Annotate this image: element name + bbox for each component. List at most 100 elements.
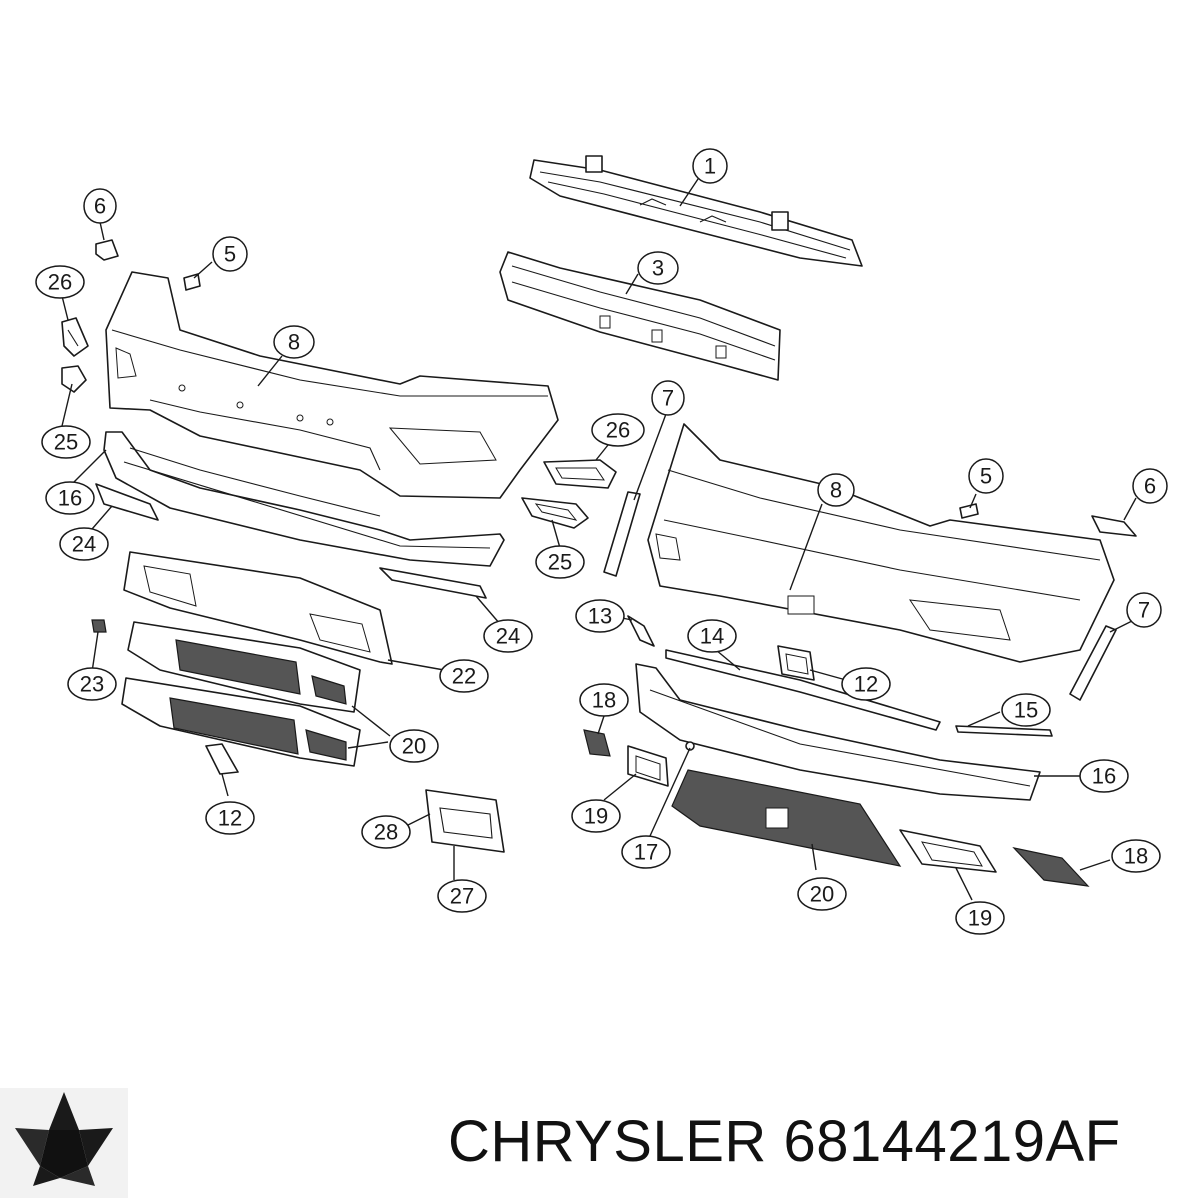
callout-label: 5 [980, 464, 992, 489]
part-1-reinforcement-beam [529, 155, 863, 267]
part-5-cap-right [959, 503, 979, 519]
callout-label: 25 [548, 550, 572, 575]
callout-label: 23 [80, 672, 104, 697]
callout-7: 7 [1126, 592, 1162, 628]
callout-label: 3 [652, 256, 664, 281]
callout-label: 25 [54, 430, 78, 455]
callout-label: 24 [496, 624, 520, 649]
part-25-bezel-center [521, 497, 589, 529]
part-22-lower-frame [123, 551, 393, 665]
callout-18: 18 [579, 683, 629, 717]
part-23-clip [91, 619, 107, 633]
callout-7: 7 [651, 380, 685, 416]
callout-label: 7 [662, 386, 674, 411]
part-17-clip [685, 741, 695, 751]
callout-15: 15 [1001, 693, 1051, 727]
callout-label: 15 [1014, 698, 1038, 723]
part-18-grille-small-right [1012, 847, 1090, 887]
callout-label: 12 [854, 672, 878, 697]
callout-label: 19 [968, 906, 992, 931]
part-20-grille-right [671, 769, 902, 867]
brand-and-part-number: CHRYSLER 68144219AF [448, 1108, 1121, 1175]
callout-label: 16 [58, 486, 82, 511]
part-number: 68144219AF [783, 1109, 1121, 1174]
callout-25: 25 [41, 425, 91, 459]
callout-20: 20 [389, 729, 439, 763]
callout-16: 16 [45, 481, 95, 515]
callout-17: 17 [621, 835, 671, 869]
chrysler-pentastar-logo [0, 1088, 128, 1198]
callout-label: 13 [588, 604, 612, 629]
callout-label: 28 [374, 820, 398, 845]
callout-22: 22 [439, 659, 489, 693]
part-7-bracket-right [1069, 625, 1117, 701]
callout-26: 26 [591, 413, 645, 447]
callout-24: 24 [59, 527, 109, 561]
part-28-27-license-bracket [425, 789, 505, 853]
part-24-trim-center [379, 567, 487, 599]
part-19-bezel-left [627, 745, 669, 787]
callout-8: 8 [273, 325, 315, 359]
part-26-bezel-left [61, 317, 89, 357]
callout-label: 18 [1124, 844, 1148, 869]
part-3-energy-absorber [499, 251, 781, 381]
part-5-cap-left [183, 273, 201, 291]
part-24-trim-left [95, 483, 159, 521]
callout-1: 1 [692, 148, 728, 184]
callout-23: 23 [67, 667, 117, 701]
part-6-bracket-right [1091, 515, 1137, 537]
part-7-bracket-center [603, 491, 641, 577]
part-20-grille-lower [121, 677, 361, 767]
part-26-bezel-center [543, 459, 617, 489]
callout-label: 6 [1144, 474, 1156, 499]
callout-14: 14 [687, 619, 737, 653]
callout-label: 5 [224, 242, 236, 267]
callout-label: 17 [634, 840, 658, 865]
callout-12: 12 [841, 667, 891, 701]
callout-13: 13 [575, 599, 625, 633]
callout-12: 12 [205, 801, 255, 835]
callout-label: 7 [1138, 598, 1150, 623]
callout-27: 27 [437, 879, 487, 913]
part-13-strip [627, 615, 655, 647]
callout-8: 8 [817, 473, 855, 507]
part-8-front-fascia-right [647, 423, 1115, 663]
part-15-strip [955, 725, 1053, 737]
part-25-bracket-left [61, 365, 87, 393]
callout-19: 19 [955, 901, 1005, 935]
callout-label: 20 [810, 882, 834, 907]
part-19-bezel-right [899, 829, 997, 873]
callout-label: 22 [452, 664, 476, 689]
callout-label: 12 [218, 806, 242, 831]
callout-label: 6 [94, 194, 106, 219]
part-12-cover-right [777, 645, 815, 681]
callout-6: 6 [1132, 468, 1168, 504]
callout-3: 3 [637, 251, 679, 285]
part-8-front-fascia-left [105, 271, 559, 499]
callout-28: 28 [361, 815, 411, 849]
leader-lines [61, 175, 1137, 901]
callout-label: 26 [606, 418, 630, 443]
callout-20: 20 [797, 877, 847, 911]
part-6-bracket-left [95, 239, 119, 261]
callout-label: 18 [592, 688, 616, 713]
part-18-grille-small-left [583, 729, 611, 757]
callout-label: 8 [830, 478, 842, 503]
part-16-lower-lip-left [103, 431, 505, 567]
part-20-grille-upper [127, 621, 361, 713]
callout-label: 14 [700, 624, 724, 649]
part-12-cover-left [205, 743, 239, 775]
callout-label: 19 [584, 804, 608, 829]
callout-label: 26 [48, 270, 72, 295]
part-16-lower-lip-right [635, 663, 1041, 801]
callout-label: 27 [450, 884, 474, 909]
callout-19: 19 [571, 799, 621, 833]
brand-name: CHRYSLER [448, 1109, 767, 1174]
callout-label: 1 [704, 154, 716, 179]
part-14-strip [665, 649, 941, 731]
callout-18: 18 [1111, 839, 1161, 873]
callout-26: 26 [35, 265, 85, 299]
callout-label: 24 [72, 532, 96, 557]
callout-24: 24 [483, 619, 533, 653]
